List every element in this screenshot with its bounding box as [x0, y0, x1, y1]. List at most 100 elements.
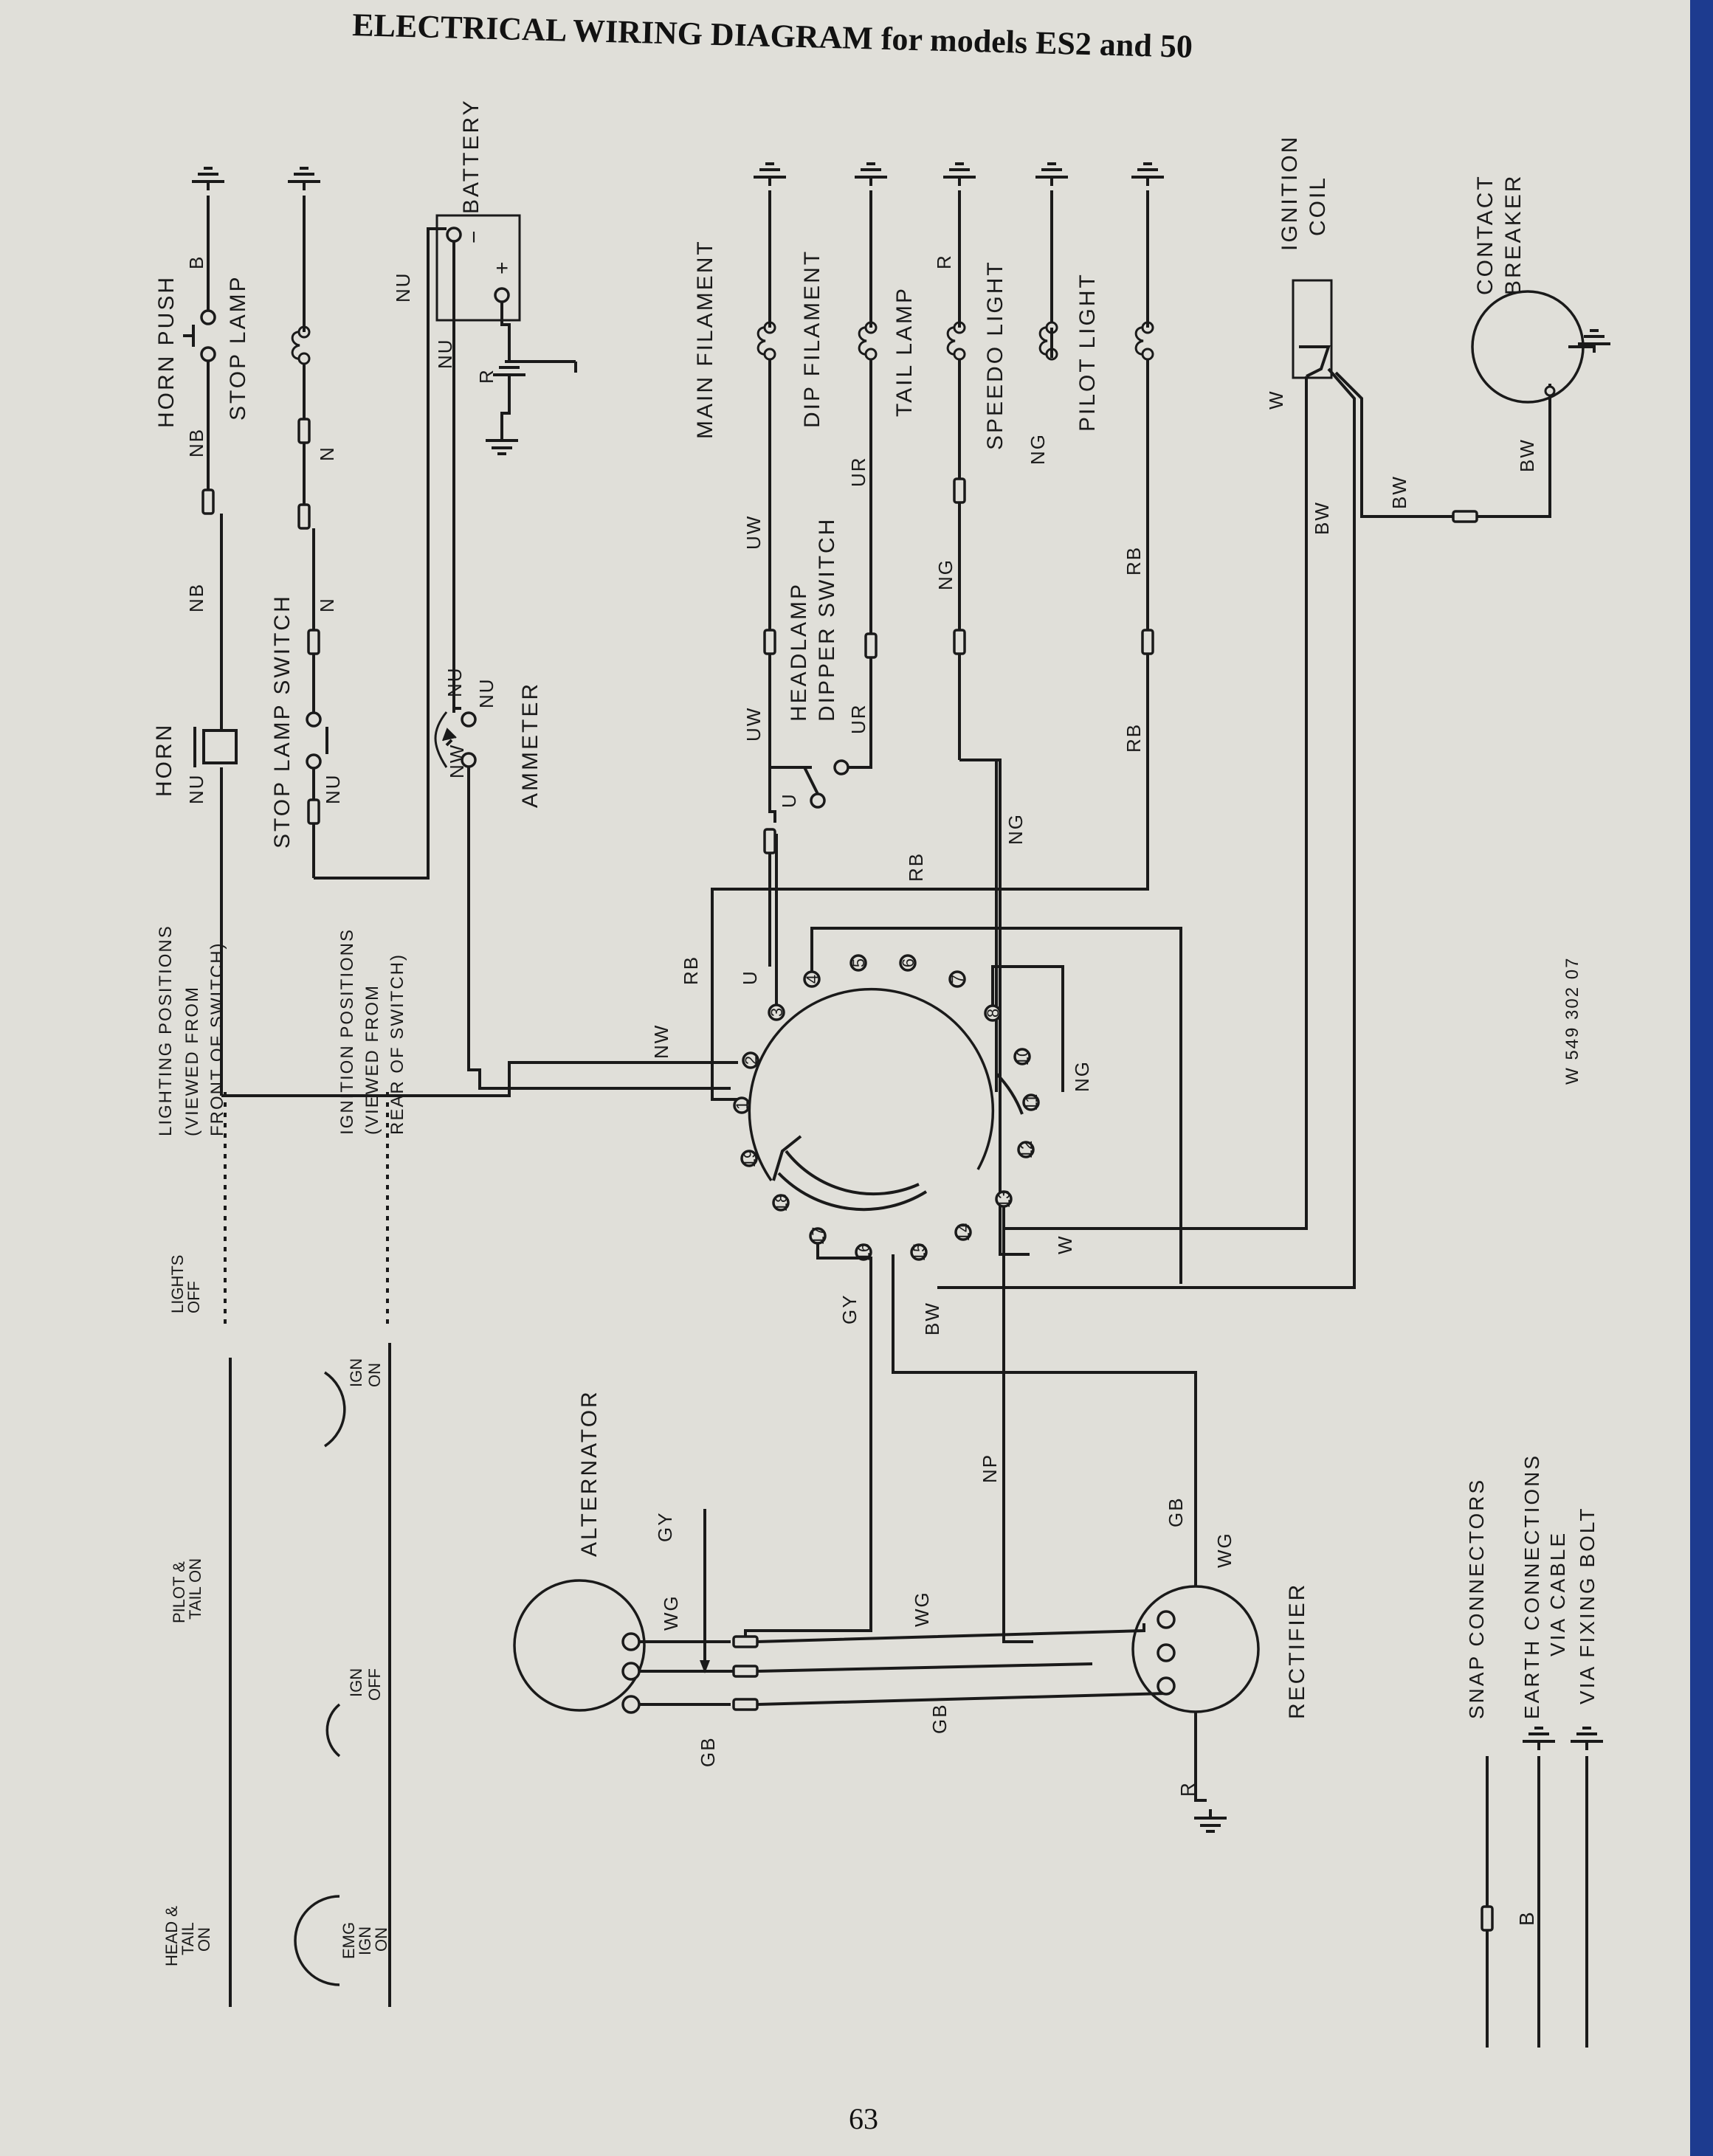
wire-label-nu-ammeter-2: NU — [475, 677, 497, 708]
gb-switch-wire — [892, 1254, 1197, 1586]
contact-breaker-wire — [1334, 371, 1551, 518]
pos3-ign-1: IGN — [347, 1358, 365, 1387]
stop-lamp-row — [286, 167, 328, 878]
wire-4 — [810, 927, 1182, 1284]
pos2-light-1: PILOT & — [170, 1561, 188, 1623]
tail-lamp-label: TAIL LAMP — [892, 286, 917, 417]
wire-label-nb-2: NB — [185, 583, 207, 612]
legend-b-label: B — [1515, 1910, 1538, 1926]
svg-text:13: 13 — [995, 1190, 1013, 1208]
battery-pos-label: + — [490, 259, 514, 274]
wire-label-r-battery: R — [475, 368, 497, 384]
contact-breaker-label-2: BREAKER — [1501, 174, 1526, 295]
svg-text:2: 2 — [742, 1056, 760, 1065]
battery-neg-label: − — [462, 228, 486, 243]
pos2-ign-2: OFF — [365, 1668, 384, 1701]
wire-label-n-2: N — [316, 597, 338, 612]
np-wire — [1002, 1206, 1033, 1643]
wire-label-ng-tail: NG — [934, 559, 957, 590]
ignition-coil-label-2: COIL — [1306, 176, 1330, 236]
svg-text:15: 15 — [910, 1243, 928, 1261]
wire-label-n-1: N — [316, 446, 338, 461]
legend-earth-connections: EARTH CONNECTIONS — [1520, 1454, 1543, 1719]
wire-label-ng-disc: NG — [1071, 1060, 1093, 1092]
pos3-light-2: OFF — [185, 1281, 203, 1313]
battery — [435, 214, 577, 385]
svg-text:4: 4 — [803, 975, 821, 984]
pos3-light-1: LIGHTS — [168, 1255, 187, 1313]
pos2-light-2: TAIL ON — [186, 1558, 204, 1620]
svg-text:14: 14 — [954, 1223, 973, 1241]
legend — [1481, 1727, 1605, 2048]
wire-label-nu-horn: NU — [185, 773, 207, 804]
headlamp-dipper-label-1: HEADLAMP — [787, 582, 811, 722]
svg-text:3: 3 — [768, 1008, 786, 1017]
wire-label-gb-alt: GB — [697, 1736, 719, 1767]
legend-via-cable: VIA CABLE — [1546, 1531, 1569, 1656]
wire-label-nb-1: NB — [185, 428, 207, 457]
horn-to-switch — [221, 1061, 738, 1097]
svg-text:1: 1 — [733, 1101, 751, 1110]
battery-label: BATTERY — [459, 98, 483, 214]
stop-lamp-switch-label: STOP LAMP SWITCH — [270, 594, 294, 849]
legend-via-fixing-bolt: VIA FIXING BOLT — [1576, 1506, 1599, 1704]
page-spine-edge-top — [1690, 0, 1713, 2156]
contact-breaker-label-1: CONTACT — [1473, 174, 1497, 295]
svg-text:17: 17 — [809, 1227, 827, 1245]
battery-positive-terminal — [494, 287, 510, 303]
ignition-positions-label-1: IGNITION POSITIONS — [337, 928, 357, 1135]
lighting-positions-label-3: FRONT OF SWITCH) — [207, 941, 227, 1136]
gb-wire — [756, 1692, 1167, 1706]
wire-label-gy-disc: GY — [838, 1293, 861, 1324]
horn-icon — [202, 729, 238, 764]
headlamp-dipper-switch — [763, 759, 849, 967]
svg-text:18: 18 — [772, 1194, 790, 1212]
horn-row — [183, 167, 238, 1096]
wire-label-nu-stop: NU — [322, 773, 344, 804]
ignition-positions-label-2: (VIEWED FROM — [362, 984, 382, 1135]
wire-label-rb-disc: RB — [680, 956, 702, 985]
wire-label-r-tail: R — [933, 254, 955, 269]
coil-w-wire — [1004, 376, 1308, 1230]
wire-label-r-rect: R — [1176, 1781, 1199, 1797]
ng-wire — [959, 759, 1030, 1256]
switch-position-arcs — [294, 1371, 346, 1986]
svg-text:7: 7 — [948, 975, 967, 984]
wire-label-ur-1: UR — [847, 456, 869, 487]
wire-label-rb-switch: RB — [905, 852, 927, 882]
headlamp-dipper-label-2: DIPPER SWITCH — [815, 517, 839, 722]
page-number: 63 — [849, 2102, 878, 2135]
rb-wire — [711, 871, 1149, 1101]
wire-label-ur-2: UR — [847, 703, 869, 734]
wire-label-bw-cb-2: BW — [1516, 438, 1538, 472]
speedo-light-label: SPEEDO LIGHT — [983, 260, 1007, 450]
wire-label-wg-mid: WG — [911, 1591, 933, 1627]
stop-lamp-label: STOP LAMP — [226, 274, 250, 421]
wire-label-gb-mid: GB — [928, 1703, 951, 1734]
ammeter-to-switch-2 — [467, 767, 731, 1090]
wg-wire — [756, 1623, 1145, 1643]
wire-label-u-dipper: U — [778, 792, 800, 808]
pos1-light-3: ON — [195, 1927, 213, 1952]
svg-text:8: 8 — [984, 1009, 1002, 1017]
pilot-light-row — [1130, 162, 1165, 871]
horn-push-contact-a — [200, 346, 216, 362]
wire-label-nu-ammeter-1: NU — [444, 666, 466, 697]
pos1-light-1: HEAD & — [162, 1906, 181, 1966]
wire-label-nu-battery: NU — [392, 272, 414, 303]
rectifier-label: RECTIFIER — [1285, 1583, 1309, 1719]
wire-label-np: NP — [979, 1454, 1001, 1483]
horn-label: HORN — [152, 723, 176, 797]
main-filament-row — [752, 162, 787, 767]
switch-position-diagrams: HEAD & TAIL ON EMG IGN ON PILOT & TAIL O… — [162, 1255, 390, 1966]
horn-push-label: HORN PUSH — [154, 275, 179, 428]
alternator — [513, 1509, 759, 1714]
switch-terminal-numbers: 1 2 3 4 5 6 7 8 10 11 12 13 14 15 16 17 … — [733, 958, 1041, 1261]
wire-label-bw-cb: BW — [1388, 475, 1410, 509]
gy-wire — [744, 1243, 872, 1642]
wire-label-bw-coil: BW — [1311, 501, 1333, 535]
wire-label-bw-disc: BW — [921, 1302, 943, 1336]
lighting-positions-label-1: LIGHTING POSITIONS — [156, 925, 176, 1136]
